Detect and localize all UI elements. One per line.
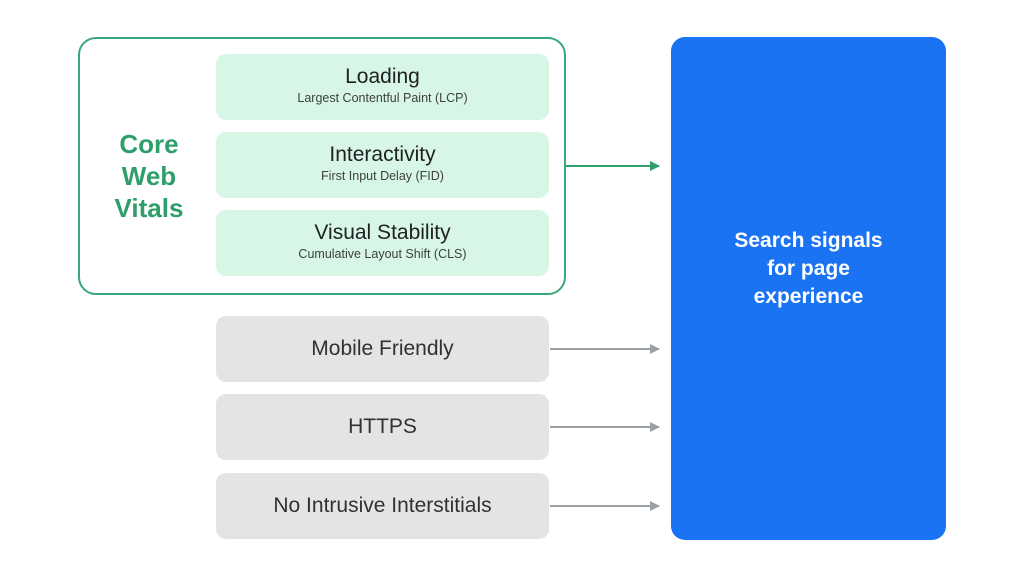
signal-no-intrusive-interstitials-box: No Intrusive Interstitials xyxy=(216,473,549,539)
core-web-vitals-label-line: Web xyxy=(121,161,177,191)
search-signals-box: Search signals for page experience xyxy=(671,37,946,540)
metric-subtitle: Cumulative Layout Shift (CLS) xyxy=(298,247,467,261)
search-signals-label: Search signals for page experience xyxy=(734,227,882,311)
signal-mobile-friendly-box: Mobile Friendly xyxy=(216,316,549,382)
metric-name: Interactivity xyxy=(329,143,436,166)
search-signals-label-line: for page xyxy=(767,256,850,280)
metric-subtitle: Largest Contentful Paint (LCP) xyxy=(297,91,468,105)
metric-loading-box: Loading Largest Contentful Paint (LCP) xyxy=(216,54,549,120)
core-web-vitals-group xyxy=(78,37,566,295)
metric-visual-stability-box: Visual Stability Cumulative Layout Shift… xyxy=(216,210,549,276)
metric-name: Loading xyxy=(345,65,420,88)
signal-https-box: HTTPS xyxy=(216,394,549,460)
search-signals-label-line: Search signals xyxy=(734,228,883,252)
core-web-vitals-label-line: Core xyxy=(119,129,179,159)
search-signals-label-line: experience xyxy=(753,284,864,308)
core-web-vitals-label-line: Vitals xyxy=(114,193,184,223)
metric-subtitle: First Input Delay (FID) xyxy=(321,169,444,183)
metric-name: Visual Stability xyxy=(314,221,451,244)
metric-interactivity-box: Interactivity First Input Delay (FID) xyxy=(216,132,549,198)
core-web-vitals-label: Core Web Vitals xyxy=(96,128,202,224)
